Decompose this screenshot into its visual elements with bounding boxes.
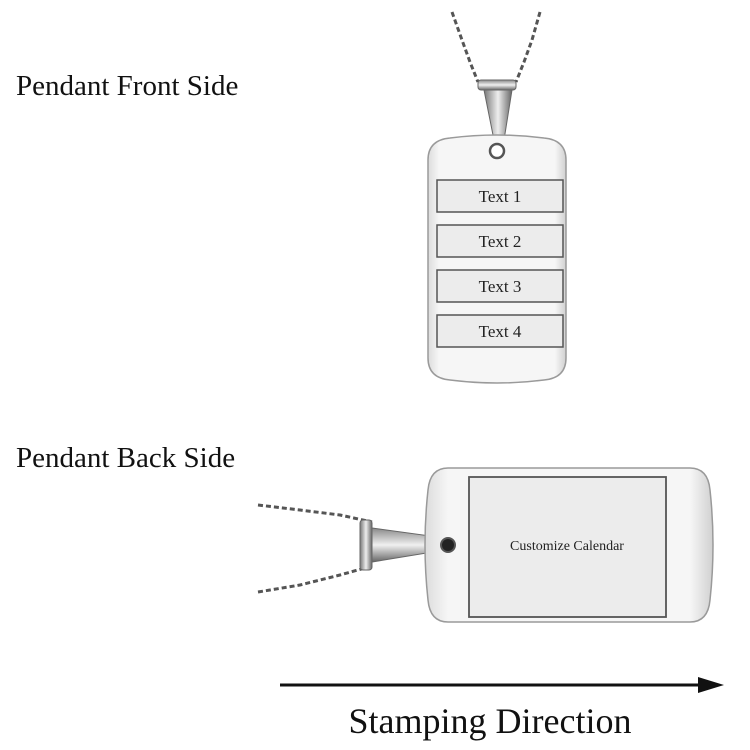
stamping-direction-arrow-icon — [280, 677, 724, 693]
front-text-field-1[interactable]: Text 1 — [436, 179, 564, 213]
front-text-4: Text 4 — [479, 322, 522, 341]
front-bail-bar — [477, 79, 517, 91]
back-pendant: Customize Calendar — [257, 467, 714, 623]
front-bail — [483, 89, 513, 141]
front-chain-icon — [450, 11, 542, 83]
front-tag-hole — [488, 142, 506, 160]
front-text-field-3[interactable]: Text 3 — [436, 269, 564, 303]
back-tag-hole — [440, 537, 456, 553]
front-text-1: Text 1 — [479, 187, 522, 206]
front-side-label: Pendant Front Side — [16, 70, 239, 102]
back-bail-bar — [359, 519, 373, 571]
front-text-field-2[interactable]: Text 2 — [436, 224, 564, 258]
front-text-2: Text 2 — [479, 232, 522, 251]
back-calendar-text: Customize Calendar — [510, 539, 624, 554]
front-text-field-4[interactable]: Text 4 — [436, 314, 564, 348]
back-chain-icon — [257, 503, 373, 594]
stamping-direction-label: Stamping Direction — [348, 701, 632, 741]
back-side-label: Pendant Back Side — [16, 442, 236, 474]
front-text-3: Text 3 — [479, 277, 522, 296]
back-calendar-field[interactable]: Customize Calendar — [468, 476, 667, 618]
front-pendant: Text 1 Text 2 Text 3 Text 4 — [427, 11, 567, 384]
